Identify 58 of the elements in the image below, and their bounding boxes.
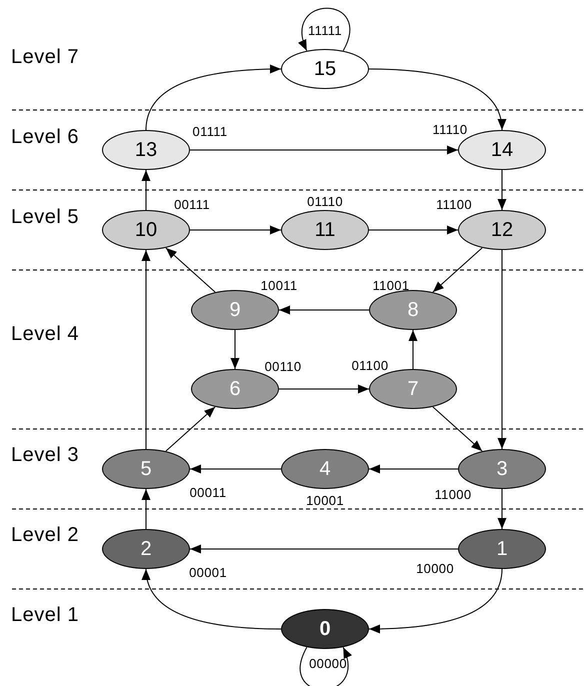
state-ellipse: 0 bbox=[281, 609, 369, 649]
binary-code-label: 10001 bbox=[305, 493, 345, 509]
state-ellipse: 1 bbox=[458, 529, 546, 569]
state-ellipse: 3 bbox=[458, 449, 546, 489]
state-ellipse: 15 bbox=[281, 49, 369, 89]
arrow bbox=[190, 544, 458, 554]
arrow bbox=[190, 146, 458, 154]
level-label: Level 5 bbox=[10, 205, 80, 230]
state-ellipse: 5 bbox=[102, 449, 190, 489]
state-ellipse: 13 bbox=[102, 130, 190, 170]
binary-code-label: 11000 bbox=[434, 487, 472, 503]
binary-code-label: 01111 bbox=[192, 124, 228, 140]
arrow bbox=[368, 68, 506, 130]
state-ellipse: 11 bbox=[281, 210, 369, 250]
arrow bbox=[142, 568, 282, 630]
arrow bbox=[142, 170, 150, 210]
binary-code-label: 11100 bbox=[435, 197, 473, 213]
level-label: Level 2 bbox=[10, 523, 80, 548]
arrow bbox=[498, 170, 506, 210]
arrow bbox=[432, 406, 483, 452]
arrow bbox=[368, 226, 458, 234]
arrow bbox=[278, 384, 370, 394]
binary-code-label: 10000 bbox=[415, 561, 455, 577]
level-label: Level 4 bbox=[10, 322, 80, 347]
level-label: Level 6 bbox=[10, 125, 80, 150]
state-ellipse: 4 bbox=[281, 449, 369, 489]
arrow bbox=[368, 464, 458, 474]
state-ellipse: 12 bbox=[458, 210, 546, 250]
arrow bbox=[432, 247, 483, 293]
binary-code-label: 00001 bbox=[188, 565, 228, 581]
binary-code-label: 00011 bbox=[188, 485, 228, 501]
state-ellipse: 8 bbox=[369, 290, 457, 330]
arrow bbox=[190, 464, 282, 474]
arrow bbox=[230, 330, 240, 370]
binary-code-label: 11111 bbox=[307, 23, 343, 39]
arrow bbox=[278, 306, 370, 314]
binary-code-label: 00000 bbox=[308, 656, 348, 672]
level-label: Level 7 bbox=[10, 45, 80, 70]
arrow bbox=[165, 406, 216, 452]
state-ellipse: 10 bbox=[102, 210, 190, 250]
state-ellipse: 9 bbox=[191, 290, 279, 330]
loop-arrow bbox=[299, 8, 350, 52]
arrow bbox=[368, 568, 502, 634]
arrow bbox=[408, 330, 418, 370]
binary-code-label: 01110 bbox=[306, 194, 344, 210]
arrow bbox=[146, 64, 282, 130]
arrow bbox=[165, 247, 216, 293]
arrow bbox=[498, 250, 506, 450]
state-ellipse: 2 bbox=[102, 529, 190, 569]
binary-code-label: 00111 bbox=[173, 197, 211, 213]
arrow bbox=[190, 226, 282, 234]
arrow bbox=[498, 488, 506, 530]
loop-arrow bbox=[300, 646, 351, 686]
level-label: Level 3 bbox=[10, 443, 80, 468]
level-label: Level 1 bbox=[10, 603, 80, 628]
arrow bbox=[142, 250, 150, 450]
arrow bbox=[142, 488, 150, 530]
state-ellipse: 7 bbox=[369, 369, 457, 409]
